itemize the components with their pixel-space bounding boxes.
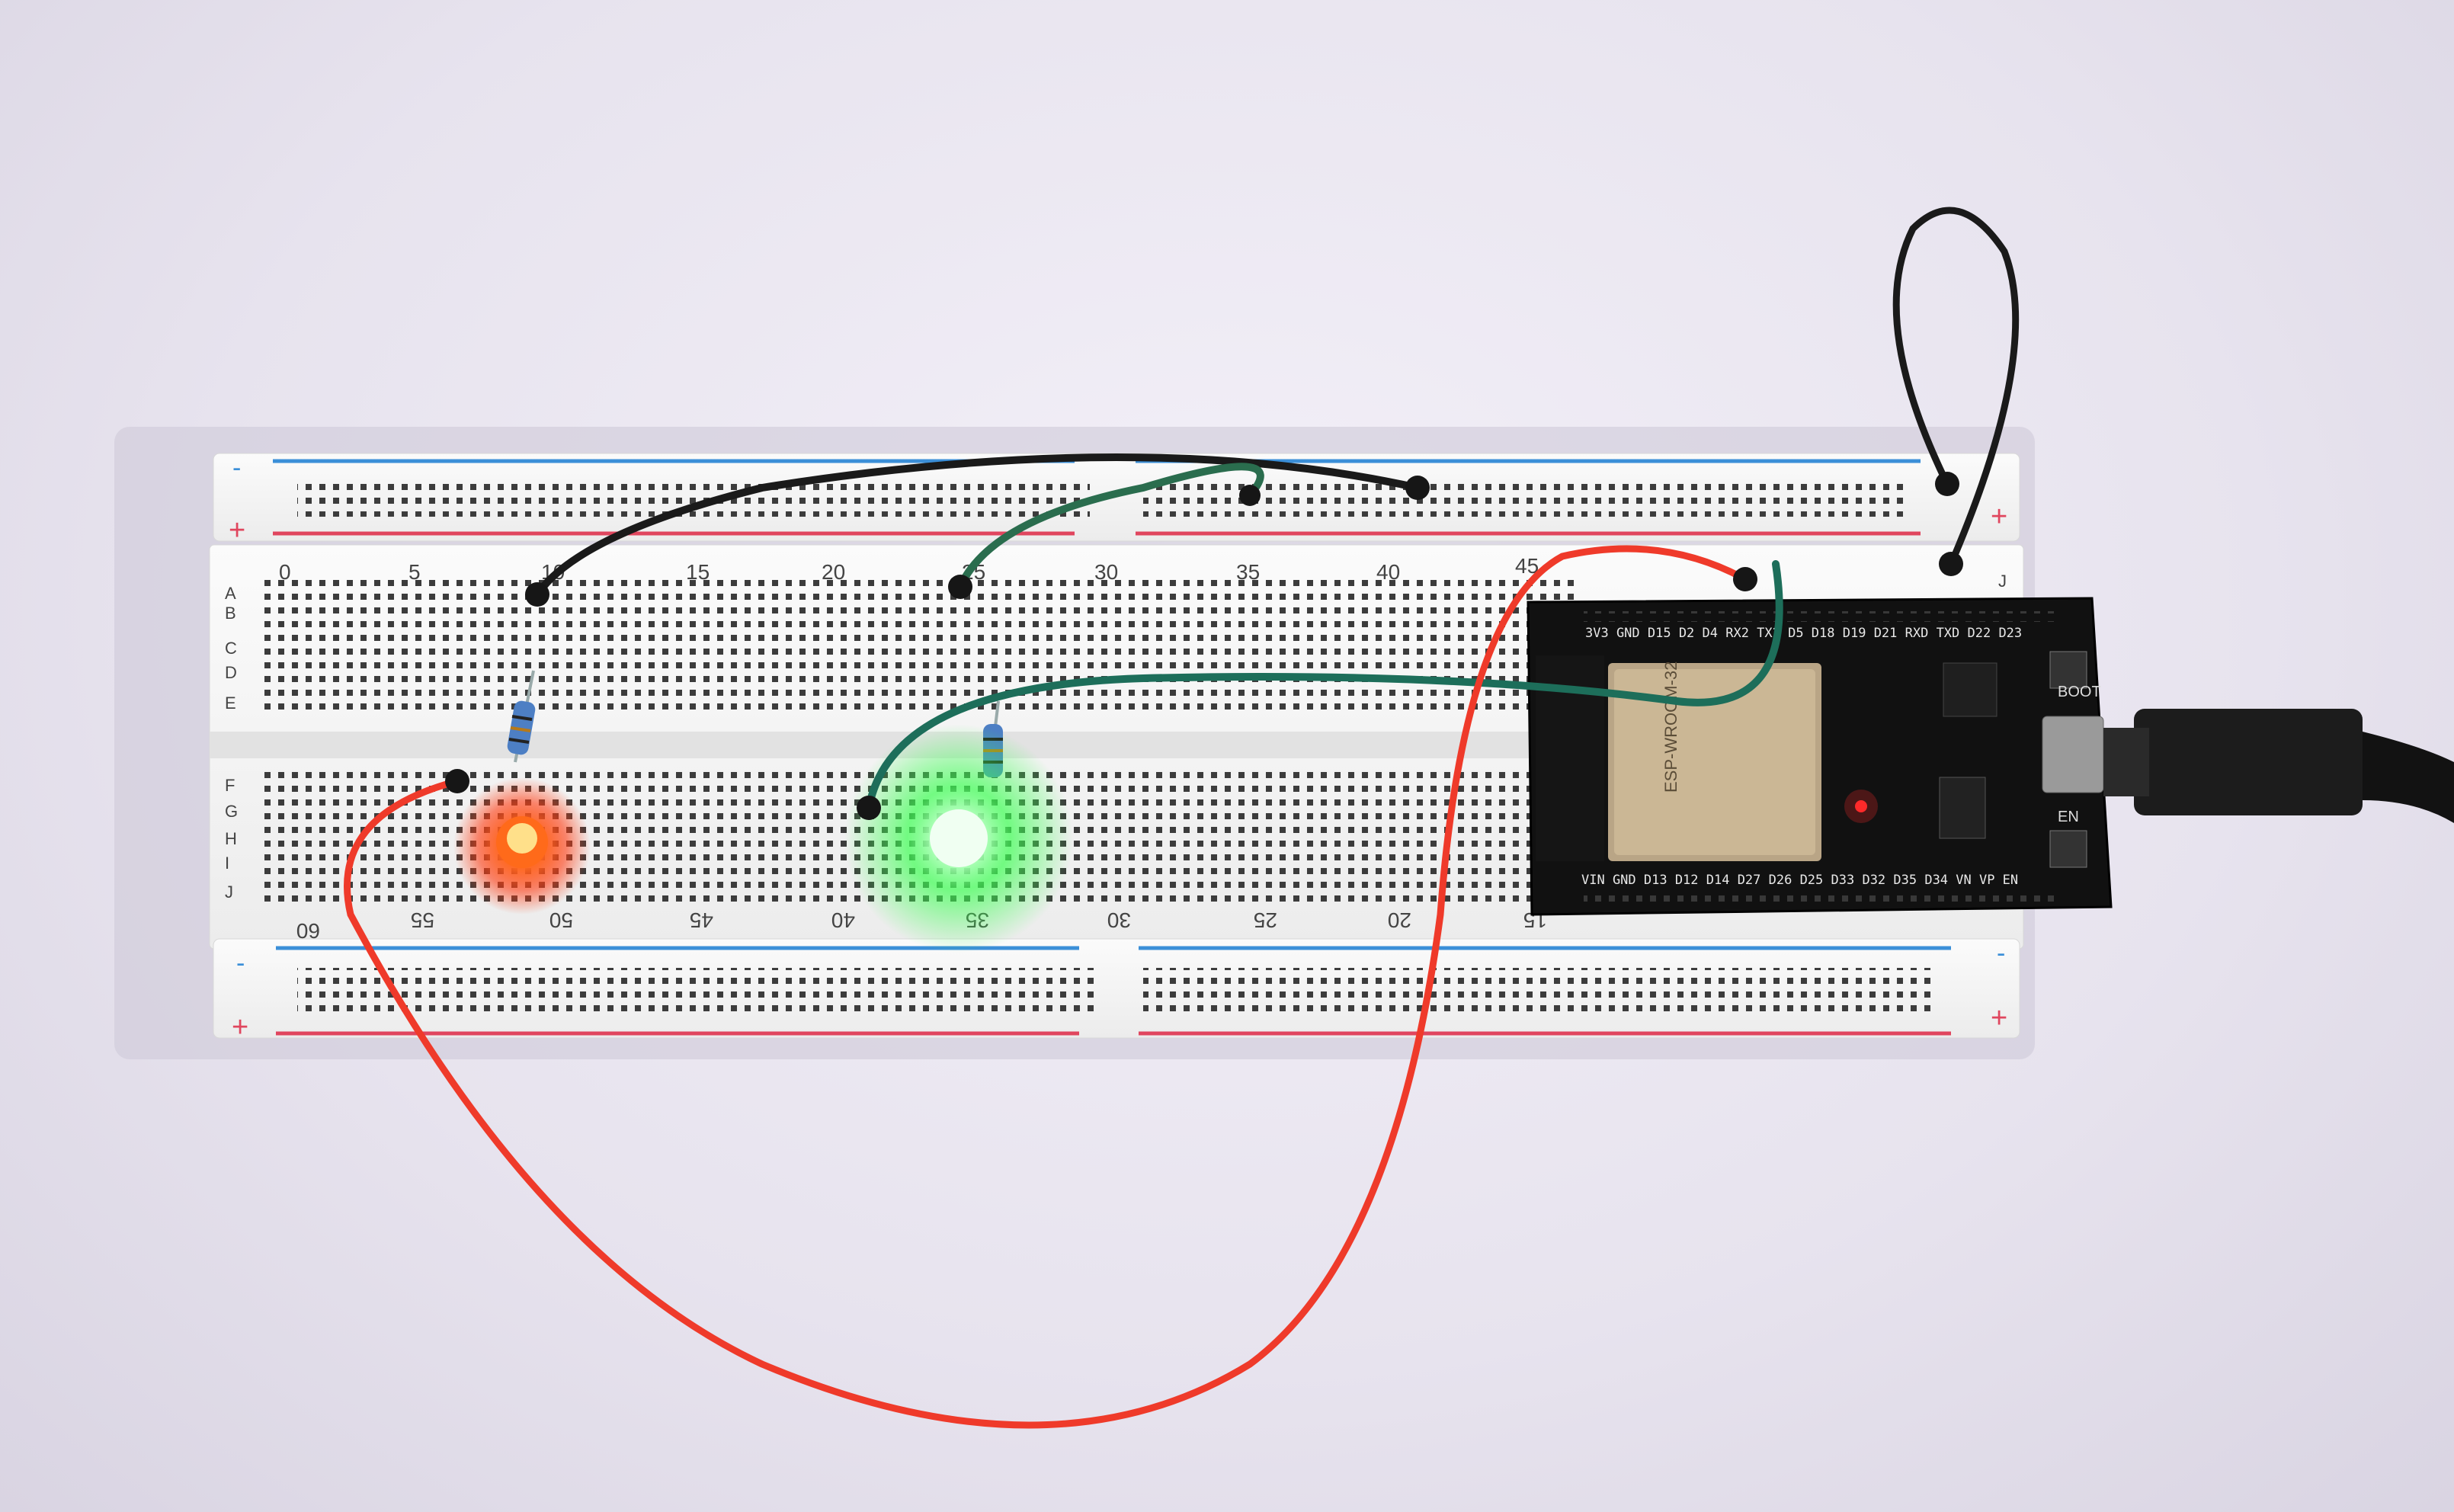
col-num-5: 5 bbox=[408, 560, 421, 584]
bottom-power-rail: - + - + bbox=[213, 938, 2020, 1043]
power-led bbox=[1855, 800, 1867, 812]
resistor-left bbox=[507, 670, 536, 763]
wire-plugs bbox=[445, 472, 1963, 820]
bottom-num-25: 25 bbox=[1254, 908, 1277, 932]
bottom-num-30: 30 bbox=[1107, 908, 1131, 932]
row-letter-b: B bbox=[225, 604, 236, 623]
bottom-num-50: 50 bbox=[549, 908, 573, 932]
col-num-35: 35 bbox=[1236, 560, 1260, 584]
corner-letter-j: J bbox=[1998, 572, 2007, 591]
bottom-num-40: 40 bbox=[831, 908, 855, 932]
teal-wire bbox=[865, 560, 1783, 812]
green-led bbox=[844, 724, 1073, 953]
row-letter-d: D bbox=[225, 663, 237, 682]
esp32-bottom-pin-labels: VIN GND D13 D12 D14 D27 D26 D25 D33 D32 … bbox=[1581, 873, 2018, 888]
jumper-wires bbox=[344, 207, 2020, 1429]
row-letter-c: C bbox=[225, 639, 237, 658]
col-num-15: 15 bbox=[686, 560, 710, 584]
col-num-40: 40 bbox=[1376, 560, 1400, 584]
row-letter-a: A bbox=[225, 584, 236, 603]
bottom-num-45: 45 bbox=[690, 908, 713, 932]
esp32-devkit: ESP-WROOM-32 BOOT EN 3V3 GND D15 D2 D4 R… bbox=[1527, 597, 2113, 916]
row-letter-j: J bbox=[225, 883, 233, 902]
col-num-20: 20 bbox=[822, 560, 845, 584]
top-rail-plus-right: + bbox=[1991, 501, 2007, 533]
row-letter-e: E bbox=[225, 694, 236, 713]
bottom-rail-minus-left: - bbox=[236, 949, 245, 978]
top-rail-plus-left: + bbox=[229, 514, 245, 546]
en-button[interactable] bbox=[2049, 830, 2087, 868]
black-loop-wire bbox=[1892, 207, 2020, 568]
top-power-rail: - + + bbox=[213, 453, 2020, 546]
usb-cable bbox=[2103, 709, 2454, 823]
esp32-top-pin-labels: 3V3 GND D15 D2 D4 RX2 TX2 D5 D18 D19 D21… bbox=[1585, 626, 2022, 641]
row-letter-i: I bbox=[225, 854, 229, 873]
bottom-num-20: 20 bbox=[1388, 908, 1411, 932]
black-wire-top bbox=[533, 453, 1421, 598]
bottom-num-55: 55 bbox=[411, 908, 434, 932]
row-letter-f: F bbox=[225, 776, 235, 795]
boot-button[interactable] bbox=[2049, 651, 2087, 689]
col-num-30: 30 bbox=[1094, 560, 1118, 584]
en-label: EN bbox=[2058, 809, 2079, 825]
green-wire-top bbox=[956, 463, 1264, 591]
wroom-module-label: ESP-WROOM-32 bbox=[1661, 662, 1680, 793]
usb-chip bbox=[1943, 662, 1997, 717]
bottom-rail-plus-left: + bbox=[232, 1011, 248, 1043]
red-wire bbox=[344, 545, 1749, 1429]
bottom-rail-minus-right: - bbox=[1997, 939, 2005, 968]
micro-usb-port[interactable] bbox=[2042, 716, 2104, 793]
red-led bbox=[453, 777, 591, 915]
top-rail-minus-left: - bbox=[232, 453, 241, 482]
row-letter-g: G bbox=[225, 802, 238, 821]
voltage-regulator bbox=[1939, 777, 1986, 839]
boot-label: BOOT bbox=[2058, 684, 2101, 700]
row-letter-h: H bbox=[225, 829, 237, 848]
bottom-rail-plus-right: + bbox=[1991, 1002, 2007, 1034]
col-num-0: 0 bbox=[279, 560, 291, 584]
